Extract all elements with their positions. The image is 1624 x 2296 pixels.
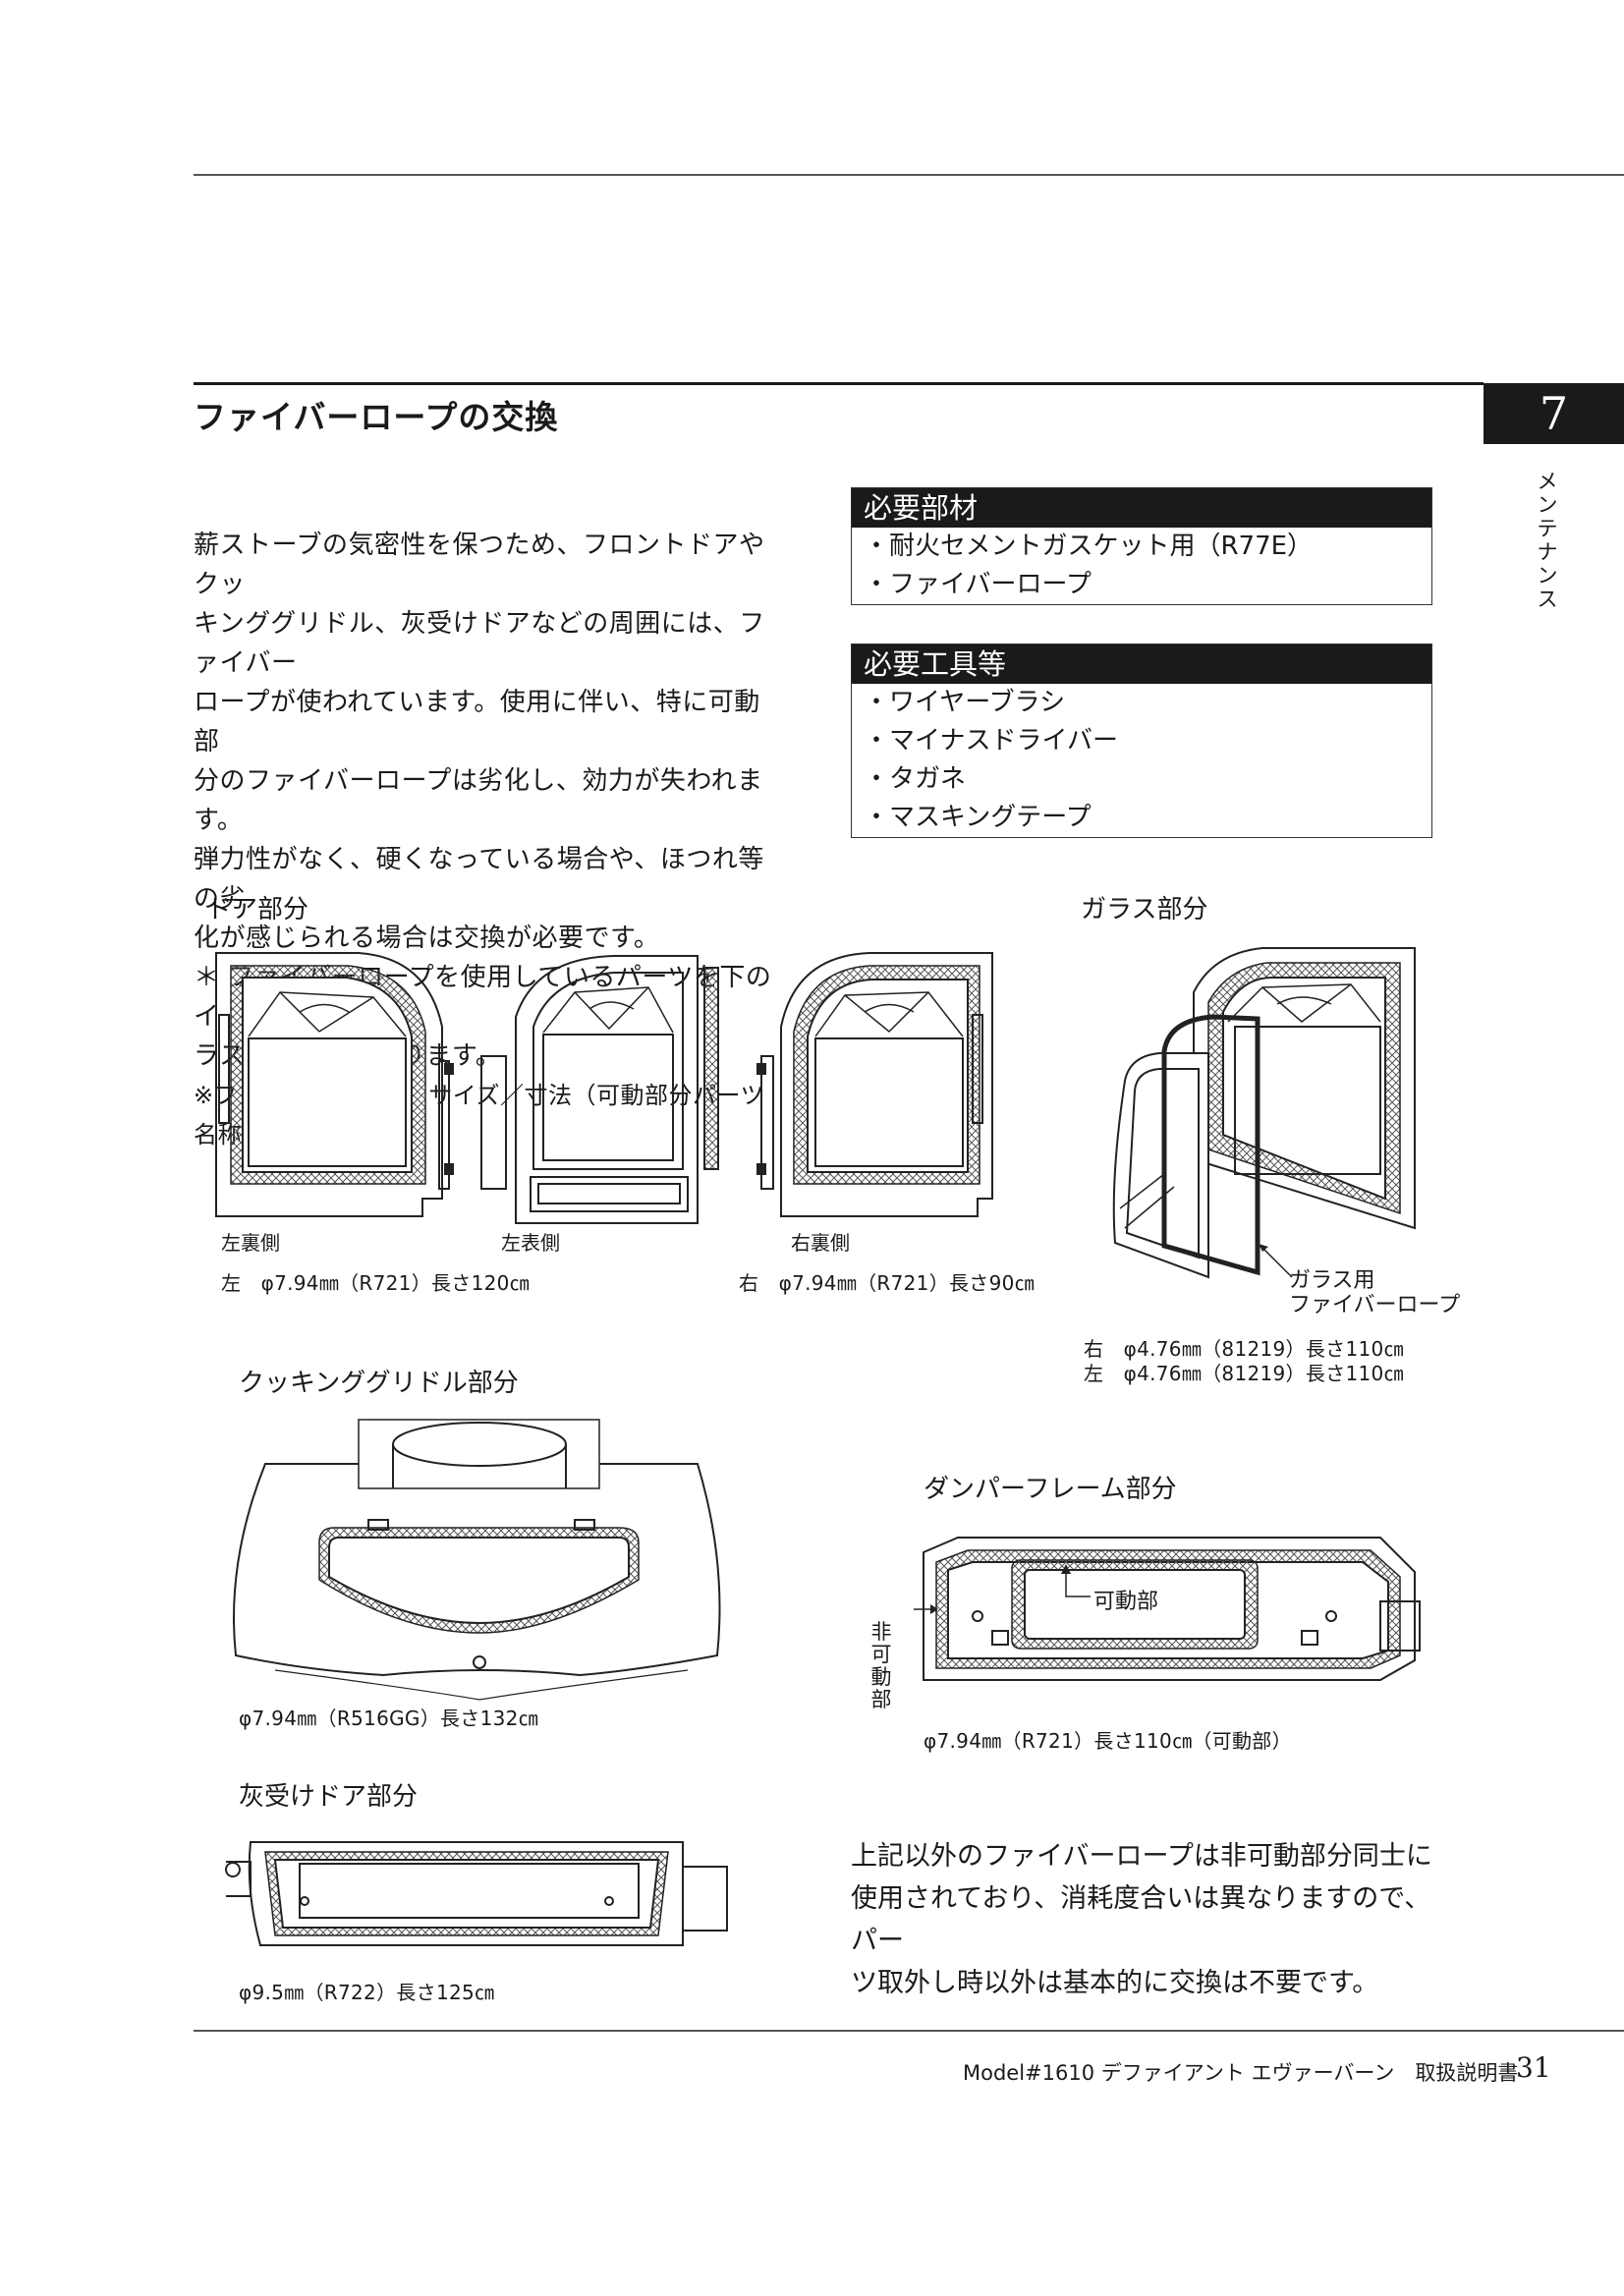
griddle-spec: φ7.94㎜（R516GG）長さ132㎝ — [239, 1707, 538, 1730]
replacement-note: 上記以外のファイバーロープは非可動部分同士に 使用されており、消耗度合いは異なり… — [851, 1841, 1432, 1998]
glass-spec-left: 左 φ4.76㎜（81219）長さ110㎝ — [1084, 1362, 1404, 1385]
glass-heading: ガラス部分 — [1081, 895, 1208, 924]
door-left-front-label: 左表側 — [501, 1231, 560, 1255]
tools-heading: 必要工具等 — [852, 644, 1431, 684]
footer-model: Model#1610 デファイアント エヴァーバーン 取扱説明書 — [963, 2061, 1519, 2085]
damper-heading: ダンパーフレーム部分 — [924, 1475, 1177, 1504]
footer-rule — [194, 2030, 1624, 2032]
door-heading: ドア部分 — [206, 895, 309, 924]
door-spec-right: 右 φ7.94㎜（R721）長さ90㎝ — [739, 1271, 1035, 1295]
chapter-label: メ ン テ ナ ン ス — [1537, 470, 1558, 611]
griddle-heading: クッキンググリドル部分 — [239, 1369, 519, 1398]
tools-item: ・ワイヤーブラシ — [864, 688, 1066, 717]
tools-box: 必要工具等 ・ワイヤーブラシ ・マイナスドライバー ・タガネ ・マスキングテープ — [851, 644, 1432, 838]
chapter-number: 7 — [1484, 383, 1624, 444]
damper-spec: φ7.94㎜（R721）長さ110㎝（可動部） — [924, 1729, 1292, 1753]
damper-movable-label: 可動部 — [1093, 1590, 1159, 1614]
intro-text: 薪ストーブの気密性を保つため、フロントドアやクッ キンググリドル、灰受けドアなど… — [194, 531, 772, 1148]
ash-door-illustration — [225, 1841, 728, 1946]
door-left-back-label: 左裏側 — [221, 1231, 280, 1255]
top-rule — [194, 174, 1624, 176]
tools-item: ・マスキングテープ — [864, 803, 1092, 832]
griddle-illustration — [233, 1419, 721, 1701]
page-number: 31 — [1516, 2051, 1551, 2084]
damper-non-movable-label: 非 可 動 部 — [870, 1620, 892, 1711]
tools-item: ・マイナスドライバー — [864, 726, 1118, 756]
door-right-back-label: 右裏側 — [791, 1231, 850, 1255]
materials-heading: 必要部材 — [852, 488, 1431, 528]
materials-box: 必要部材 ・耐火セメントガスケット用（R77E） ・ファイバーロープ — [851, 487, 1432, 605]
ash-door-spec: φ9.5㎜（R722）長さ125㎝ — [239, 1981, 495, 2004]
glass-spec-right: 右 φ4.76㎜（81219）長さ110㎝ — [1084, 1337, 1404, 1361]
door-illustration — [215, 952, 993, 1224]
door-spec-left: 左 φ7.94㎜（R721）長さ120㎝ — [221, 1271, 530, 1295]
materials-item: ・耐火セメントガスケット用（R77E） — [864, 532, 1314, 561]
glass-callout-line2: ファイバーロープ — [1289, 1293, 1461, 1317]
tools-item: ・タガネ — [864, 764, 967, 794]
title-rule — [194, 382, 1484, 385]
ash-door-heading: 灰受けドア部分 — [239, 1782, 419, 1812]
damper-illustration — [914, 1537, 1421, 1681]
page-title: ファイバーロープの交換 — [194, 398, 559, 436]
glass-callout-line1: ガラス用 — [1289, 1268, 1375, 1293]
materials-item: ・ファイバーロープ — [864, 570, 1092, 599]
glass-illustration — [1112, 947, 1416, 1279]
